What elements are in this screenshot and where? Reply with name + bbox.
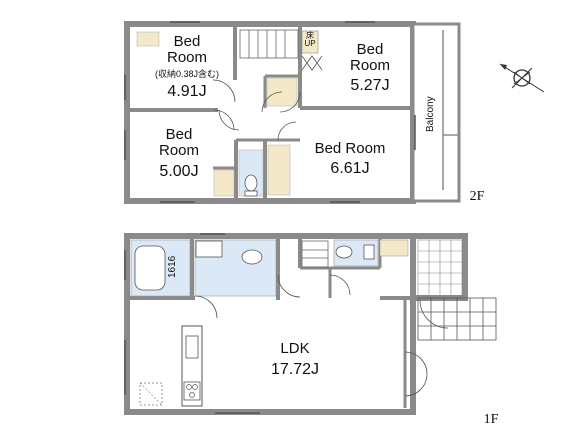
- ldk-area: 17.72J: [270, 361, 320, 378]
- bed-room-ne-label: Bed Room: [349, 41, 390, 74]
- kitchen-counter: [181, 325, 203, 407]
- entrance-tiles: [417, 239, 463, 297]
- porch-tiles: [417, 297, 497, 341]
- bed-room-nw-label: Bed Room: [166, 33, 207, 66]
- ldk-label: LDK: [280, 340, 310, 357]
- bed-room-se-label: Bed Room: [314, 140, 386, 157]
- storage-nw: [136, 31, 160, 47]
- stair-tag-label: 床 UP: [304, 31, 316, 49]
- bath-size-label: 1616: [167, 255, 178, 278]
- bed-room-sw-label: Bed Room: [158, 126, 199, 159]
- bed-room-se-area: 6.61J: [330, 160, 370, 177]
- fridge-space: [139, 382, 163, 406]
- toilet-bowl-2f: [244, 174, 258, 192]
- compass-icon: [499, 63, 545, 93]
- stove-icon: [183, 381, 201, 401]
- sink-counter: [195, 240, 223, 258]
- bathtub: [134, 245, 166, 291]
- storage-se: [267, 144, 291, 196]
- balcony-label: Balcony: [425, 96, 436, 132]
- floor-2-label: 2F: [469, 189, 485, 204]
- floor-1-label: 1F: [483, 412, 499, 427]
- bed-room-nw-area: 4.91J: [167, 83, 207, 100]
- bed-room-nw-note: (収納0.38J含む): [154, 69, 219, 79]
- storage-sw: [213, 169, 235, 197]
- storage-1f: [379, 239, 409, 257]
- floor-2-plan: [124, 21, 461, 204]
- bed-room-sw-area: 5.00J: [159, 163, 199, 180]
- stair-tag: [301, 30, 319, 54]
- bed-room-ne-area: 5.27J: [350, 77, 390, 94]
